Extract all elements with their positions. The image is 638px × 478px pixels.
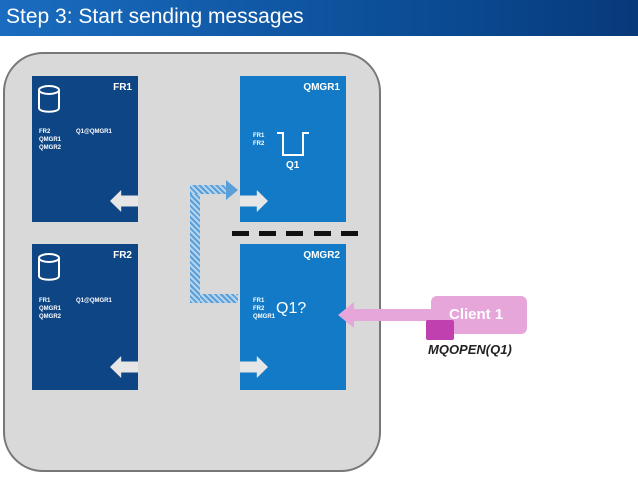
arrow-left-icon — [110, 356, 138, 378]
divider-dash — [314, 231, 331, 236]
qmgr2-name: QMGR2 — [303, 250, 340, 261]
queue-label: Q1 — [286, 160, 300, 171]
queue-icon — [277, 132, 309, 156]
divider-dash — [259, 231, 276, 236]
fr1-name: FR1 — [113, 82, 132, 93]
mqopen-label: MQOPEN(Q1) — [428, 342, 512, 357]
database-icon — [38, 85, 60, 113]
database-icon — [38, 253, 60, 281]
route-arrow — [190, 185, 228, 194]
query-label: Q1? — [276, 300, 307, 317]
fr2-name: FR2 — [113, 250, 132, 261]
slide-title: Step 3: Start sending messages — [6, 5, 304, 28]
route-arrow — [200, 294, 238, 303]
title-bar: Step 3: Start sending messages — [0, 0, 638, 36]
qmgr1-name: QMGR1 — [303, 82, 340, 93]
arrow-right-icon — [240, 190, 268, 212]
client-handle — [426, 320, 454, 340]
client-name: Client 1 — [449, 306, 504, 323]
fr1-alias: Q1@QMGR1 — [76, 129, 112, 135]
client-arrow — [352, 309, 442, 321]
divider-dash — [232, 231, 249, 236]
fr2-alias: Q1@QMGR1 — [76, 298, 112, 304]
divider-dash — [286, 231, 303, 236]
route-arrow — [190, 185, 200, 303]
arrow-left-icon — [110, 190, 138, 212]
arrow-right-icon — [240, 356, 268, 378]
divider-dash — [341, 231, 358, 236]
